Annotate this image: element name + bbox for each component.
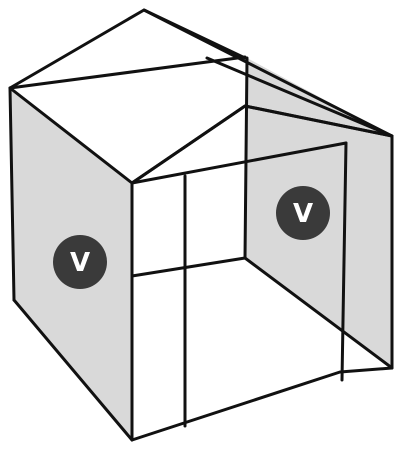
badge-left-label: V [70,248,90,278]
badge-right-label: V [293,199,313,229]
badge-left-circle [53,235,107,289]
badge-left: V [53,235,107,289]
right-floor-edge [243,256,394,370]
left-wall-top-edge [8,86,16,302]
badge-right-circle [276,186,330,240]
badge-right: V [276,186,330,240]
left-wall-bottom-edge [12,298,134,442]
back-floor-edge [130,256,247,278]
roof-ridge-back [142,8,247,60]
frame-edges [8,8,394,442]
roof-ridge-front [8,55,247,90]
back-corner-post [243,56,249,260]
front-door-post-right [340,141,348,382]
front-wall-top [130,141,348,185]
roof-hip-edge [205,56,394,138]
